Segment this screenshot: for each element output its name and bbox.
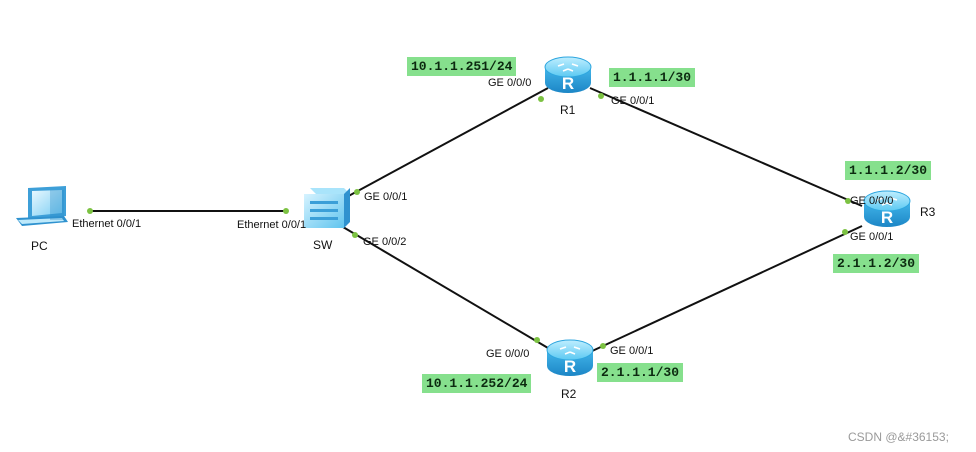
- port-dot-sw-eth: [283, 208, 289, 214]
- pc-icon[interactable]: [16, 186, 68, 226]
- sw-label: SW: [313, 238, 333, 252]
- router-r2-icon[interactable]: R: [546, 339, 594, 376]
- ip-r2-g0: 10.1.1.252/24: [422, 374, 532, 393]
- link-r2-r3: [589, 225, 863, 353]
- r3-label: R3: [920, 205, 936, 219]
- ip-r1-g0: 10.1.1.251/24: [407, 57, 517, 76]
- ip-r1-g1: 1.1.1.1/30: [609, 68, 696, 87]
- router-r1-icon[interactable]: R: [544, 56, 592, 93]
- r2-ge1-label: GE 0/0/1: [610, 345, 654, 357]
- r1-label: R1: [560, 103, 576, 117]
- r1-ge0-label: GE 0/0/0: [488, 77, 532, 89]
- sw-ge1-label: GE 0/0/1: [364, 191, 408, 203]
- pc-label: PC: [31, 239, 48, 253]
- port-dot-r3-ge1: [842, 229, 848, 235]
- link-sw-r1: [342, 87, 549, 200]
- r2-ge0-label: GE 0/0/0: [486, 348, 530, 360]
- port-dot-r1-ge1: [598, 93, 604, 99]
- port-dot-r2-ge0: [534, 337, 540, 343]
- r1-ge1-label: GE 0/0/1: [611, 95, 655, 107]
- ip-r2-g1: 2.1.1.1/30: [597, 363, 684, 382]
- sw-ge2-label: GE 0/0/2: [363, 236, 407, 248]
- switch-icon[interactable]: [304, 188, 350, 228]
- svg-text:R: R: [881, 208, 893, 227]
- port-dot-r1-ge0: [538, 96, 544, 102]
- port-dot-r3-ge0: [845, 198, 851, 204]
- r3-ge0-label: GE 0/0/0: [850, 195, 894, 207]
- svg-text:R: R: [564, 357, 576, 376]
- svg-text:R: R: [562, 74, 574, 93]
- ip-r3-g1: 2.1.1.2/30: [833, 254, 920, 273]
- port-dot-sw-ge1: [354, 189, 360, 195]
- pc-eth-label: Ethernet 0/0/1: [72, 218, 142, 230]
- ip-r3-g0: 1.1.1.2/30: [845, 161, 932, 180]
- watermark: CSDN @&#36153;: [848, 430, 949, 444]
- port-dot-r2-ge1: [600, 343, 606, 349]
- port-dot-pc-eth: [87, 208, 93, 214]
- port-dot-sw-ge2: [352, 232, 358, 238]
- link-sw-r2: [342, 226, 549, 349]
- sw-eth-label: Ethernet 0/0/1: [237, 219, 307, 231]
- link-r1-r3: [589, 87, 863, 207]
- router-r3-icon[interactable]: R: [863, 190, 911, 227]
- r3-ge1-label: GE 0/0/1: [850, 231, 894, 243]
- r2-label: R2: [561, 387, 577, 401]
